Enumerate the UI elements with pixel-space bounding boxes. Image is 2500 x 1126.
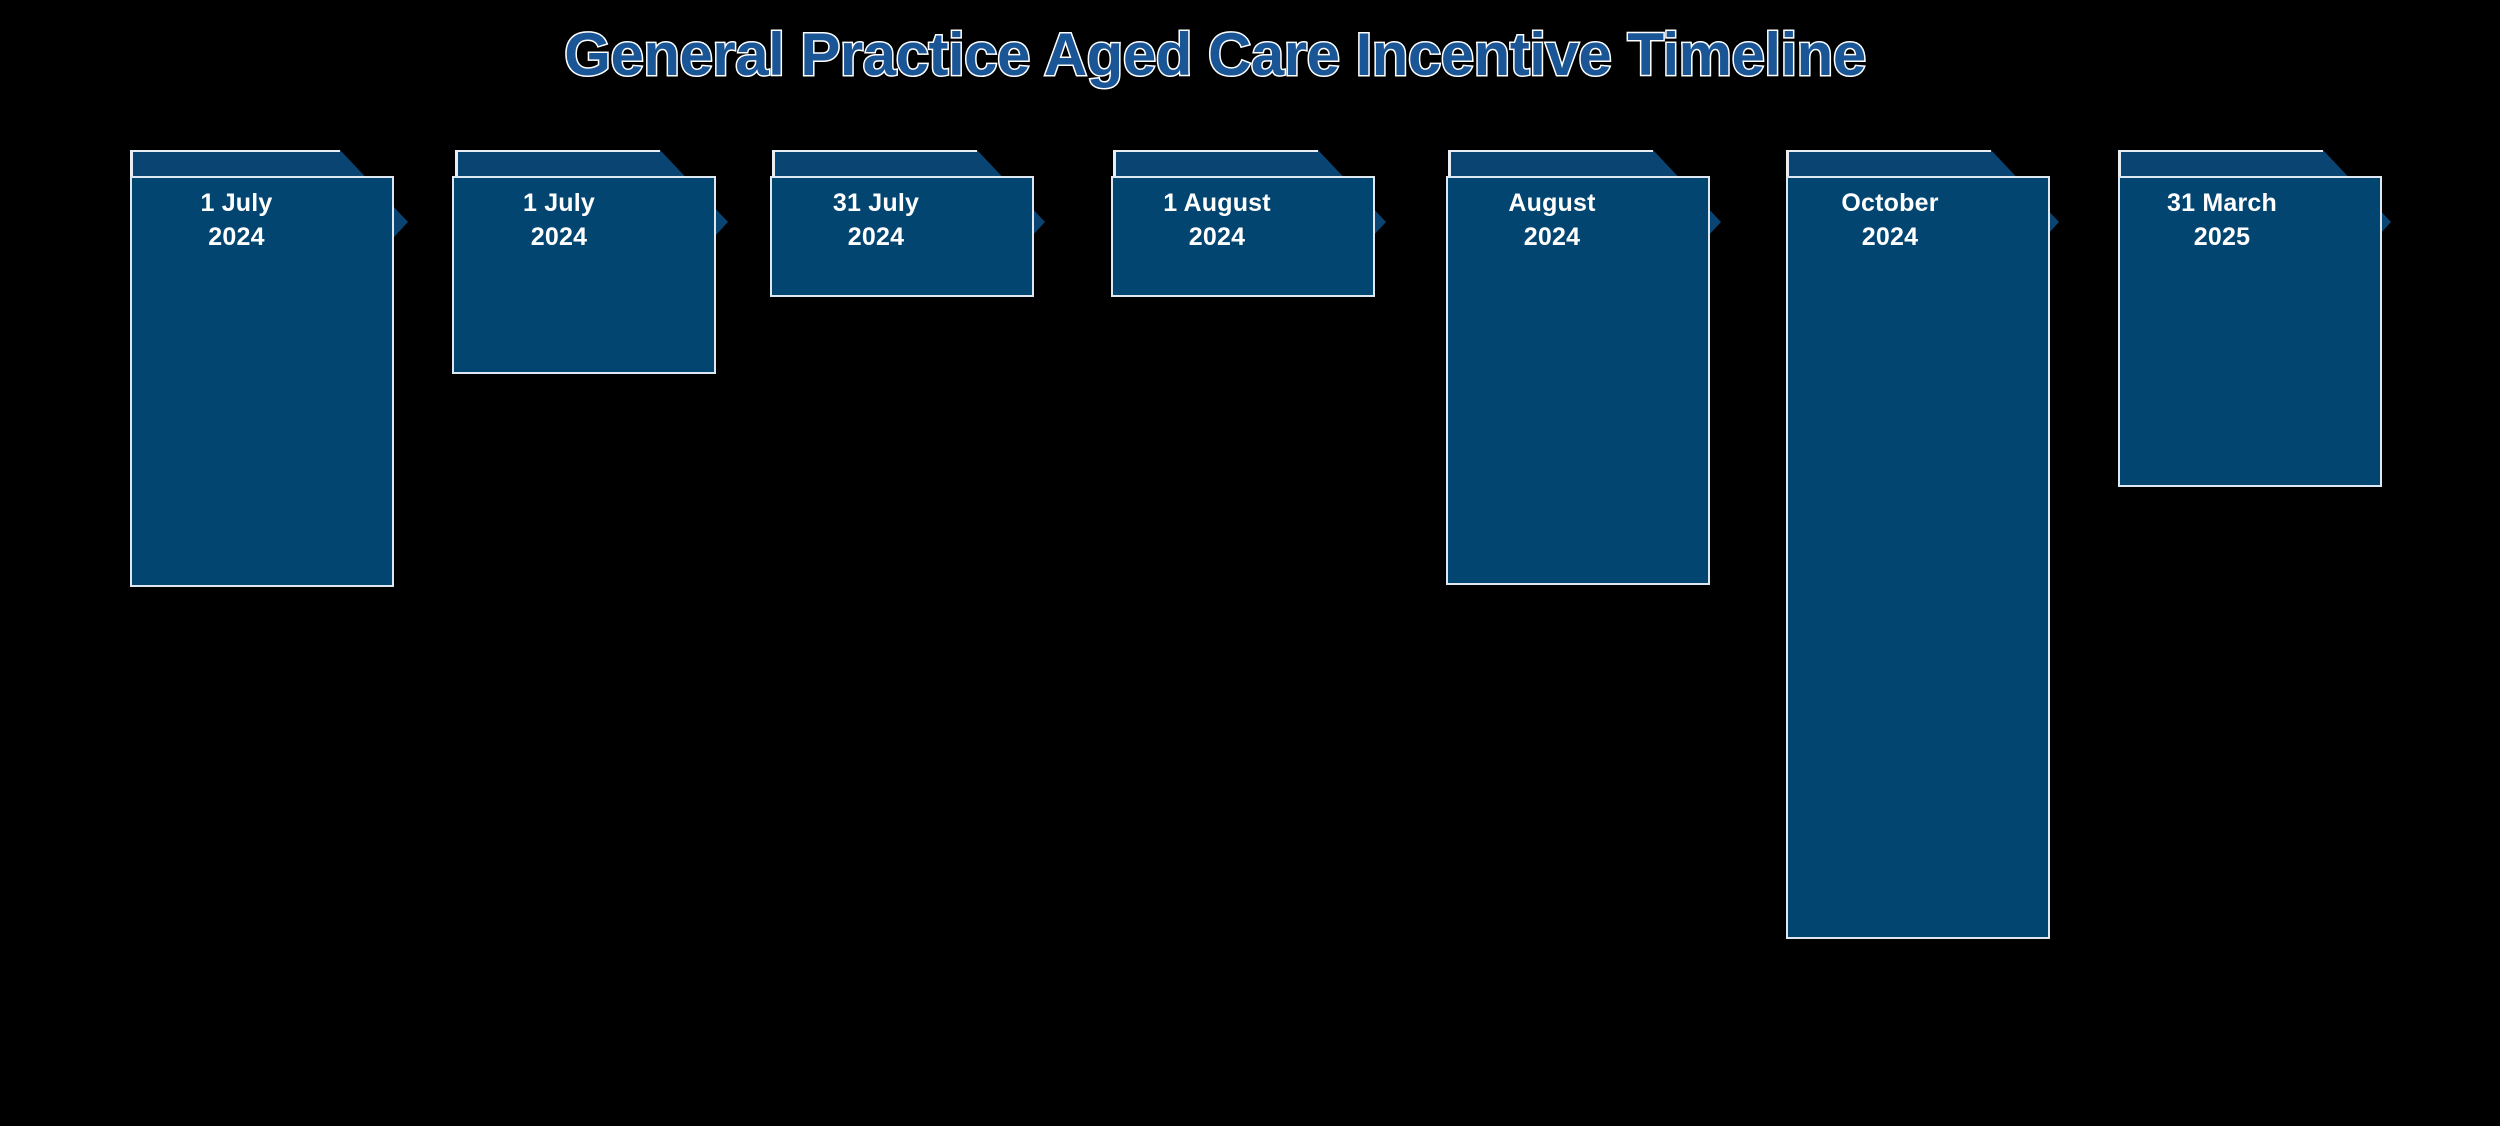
milestone-body-3 xyxy=(770,176,1034,297)
milestone-body-1 xyxy=(130,176,394,587)
milestone-body-4 xyxy=(1111,176,1375,297)
milestone-date-label-6: October 2024 xyxy=(1841,188,1939,251)
milestone-body-5 xyxy=(1446,176,1710,585)
milestone-date-label-5: August 2024 xyxy=(1508,188,1596,251)
milestone-date-label-7: 31 March 2025 xyxy=(2167,188,2277,251)
milestone-date-label-3: 31 July 2024 xyxy=(832,188,920,251)
milestone-date-label-4: 1 August 2024 xyxy=(1163,188,1271,251)
page-title: General Practice Aged Care Incentive Tim… xyxy=(563,20,1868,89)
milestone-body-2 xyxy=(452,176,716,374)
milestone-body-7 xyxy=(2118,176,2382,487)
milestone-body-6 xyxy=(1786,176,2050,939)
milestone-date-label-2: 1 July 2024 xyxy=(522,188,596,251)
milestone-date-label-1: 1 July 2024 xyxy=(200,188,273,251)
